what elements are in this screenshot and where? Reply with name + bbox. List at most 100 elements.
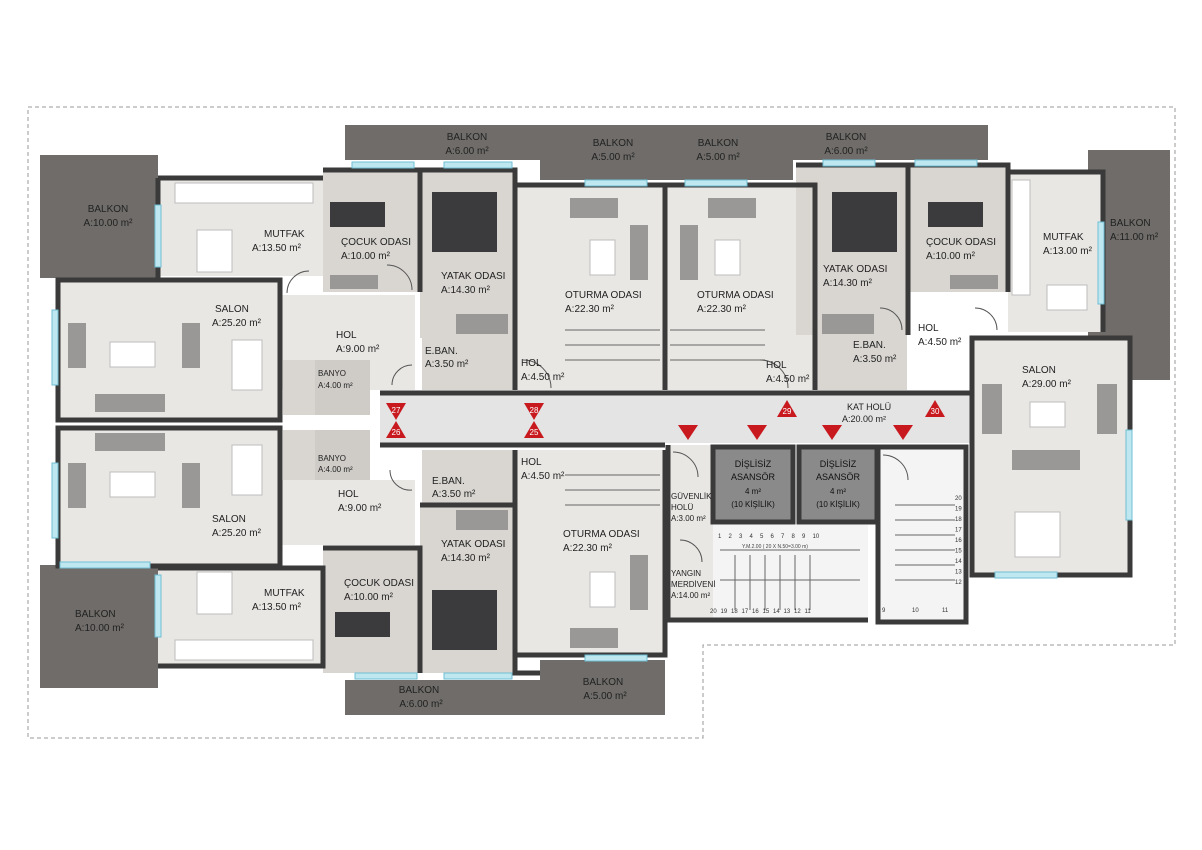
salon-left-bottom-area: A:25.20 m²: [212, 528, 262, 539]
hol-left-bottom-name: HOL: [338, 489, 359, 500]
mutfak-left-bottom-area: A:13.50 m²: [252, 602, 302, 613]
stair-step-number: 5: [760, 534, 764, 540]
svg-text:29: 29: [783, 407, 792, 416]
stair-step-number: 15: [763, 609, 770, 615]
balkon-top-3-name: BALKON: [698, 138, 739, 149]
yangin-merdiveni: [713, 525, 868, 620]
hol-right-name: HOL: [918, 323, 939, 334]
balkon-left-top-area: A:10.00 m²: [84, 218, 134, 229]
balkon-bottom-1: [345, 680, 540, 715]
furniture: [68, 179, 1117, 661]
stair-step-number: 12: [794, 609, 801, 615]
mutfak-left-top-area: A:13.50 m²: [252, 243, 302, 254]
salon-right-area: A:29.00 m²: [1022, 379, 1072, 390]
oturma-1: [515, 185, 665, 390]
cocuk-left-top-area: A:10.00 m²: [341, 251, 391, 262]
unit-markers: 27 26 28 25 29 30: [386, 400, 945, 440]
svg-text:28: 28: [530, 406, 539, 415]
unit-marker-28: [524, 403, 544, 420]
hol-left-top-name: HOL: [336, 330, 357, 341]
hol-c3-name: HOL: [521, 457, 542, 468]
balkon-left-bottom: [40, 565, 158, 688]
yatak-left-bottom-name: YATAK ODASI: [441, 539, 505, 550]
yatak-right-area: A:14.30 m²: [823, 278, 873, 289]
balkon-right-name: BALKON: [1110, 218, 1151, 229]
hol-c3-area: A:4.50 m²: [521, 471, 565, 482]
balkon-bottom-2: [540, 660, 665, 715]
balkon-bottom-1-area: A:6.00 m²: [399, 699, 443, 710]
banyo-left-bottom-area: A:4.00 m²: [318, 465, 353, 474]
balkon-left-top-name: BALKON: [88, 204, 129, 215]
mutfak-right-area: A:13.00 m²: [1043, 246, 1093, 257]
stairs: [565, 329, 955, 610]
stair-step-number: 20: [710, 609, 717, 615]
balkon-top-4-name: BALKON: [826, 132, 867, 143]
balkon-top-3: [665, 125, 793, 180]
stair-step-number: 11: [805, 609, 812, 615]
yangin-name-1: YANGIN: [671, 569, 701, 578]
main-stair-step-number: 19: [955, 507, 962, 513]
svg-text:27: 27: [392, 406, 401, 415]
room-labels: BALKON A:10.00 m² MUTFAK A:13.50 m² SALO…: [75, 132, 1159, 710]
balkon-top-2-name: BALKON: [593, 138, 634, 149]
oturma-1-name: OTURMA ODASI: [565, 290, 642, 301]
asansor-2-line-2: ASANSÖR: [816, 472, 861, 482]
hol-left-bottom-area: A:9.00 m²: [338, 503, 382, 514]
stair-step-number: 2: [729, 534, 733, 540]
main-stair-step-number: 13: [955, 570, 962, 576]
balkon-right-area: A:11.00 m²: [1110, 232, 1159, 243]
hol-c1-name: HOL: [521, 358, 542, 369]
yatak-left-top-name: YATAK ODASI: [441, 271, 505, 282]
stair-step-number: 18: [731, 609, 738, 615]
eban-right-name: E.BAN.: [853, 340, 886, 351]
stair-step-number: 7: [781, 534, 785, 540]
site-outline: [27, 106, 1176, 739]
stair-step-number: 6: [771, 534, 775, 540]
oturma-3-area: A:22.30 m²: [563, 543, 613, 554]
cocuk-left-top: [323, 170, 418, 292]
guvenlik-yangin: [668, 445, 713, 620]
banyo-left-bottom-name: BANYO: [318, 454, 346, 463]
asansor-2-line-3: 4 m²: [830, 487, 846, 496]
salon-left-top-area: A:25.20 m²: [212, 318, 262, 329]
oturma-2-name: OTURMA ODASI: [697, 290, 774, 301]
balkon-bottom-2-area: A:5.00 m²: [583, 691, 627, 702]
hol-c2-name: HOL: [766, 360, 787, 371]
cocuk-left-bottom: [323, 548, 418, 673]
svg-text:26: 26: [392, 428, 401, 437]
guvenlik-name-1: GÜVENLİK: [671, 492, 712, 501]
main-stair-step-number: 10: [912, 608, 919, 614]
hol-c1-area: A:4.50 m²: [521, 372, 565, 383]
stair-note: Y.M.2.00 ( 20 X N.50=3.00 m): [742, 544, 808, 550]
yatak-left-bottom-area: A:14.30 m²: [441, 553, 491, 564]
mutfak-left-bottom-name: MUTFAK: [264, 588, 305, 599]
balkon-left-bottom-name: BALKON: [75, 609, 116, 620]
stair-step-number: 17: [742, 609, 749, 615]
stair-step-number: 9: [802, 534, 806, 540]
oturma-1-area: A:22.30 m²: [565, 304, 615, 315]
balkon-top-3-area: A:5.00 m²: [696, 152, 740, 163]
balkon-left-bottom-area: A:10.00 m²: [75, 623, 125, 634]
asansor-1-line-2: ASANSÖR: [731, 472, 776, 482]
stair-step-number: 13: [784, 609, 791, 615]
kat-holu: [380, 395, 970, 443]
kat-holu-area: A:20.00 m²: [842, 414, 886, 424]
unit-marker-25: [524, 421, 544, 438]
balkon-top-4-area: A:6.00 m²: [824, 146, 868, 157]
eban-left-bottom-area: A:3.50 m²: [432, 489, 476, 500]
yatak-right-name: YATAK ODASI: [823, 264, 887, 275]
main-stair-step-number: 18: [955, 517, 962, 523]
eban-right-area: A:3.50 m²: [853, 354, 897, 365]
eban-left-top-area: A:3.50 m²: [425, 359, 469, 370]
asansor-2: [799, 447, 877, 522]
main-stair-step-number: 16: [955, 538, 962, 544]
unit-marker-27: [386, 403, 406, 420]
cocuk-right: [908, 165, 1008, 292]
mutfak-right-name: MUTFAK: [1043, 232, 1084, 243]
cocuk-right-area: A:10.00 m²: [926, 251, 976, 262]
balkon-left-top: [40, 155, 158, 278]
stair-step-number: 16: [752, 609, 759, 615]
guvenlik-area: A:3.00 m²: [671, 514, 706, 523]
main-stair-step-number: 17: [955, 528, 962, 534]
